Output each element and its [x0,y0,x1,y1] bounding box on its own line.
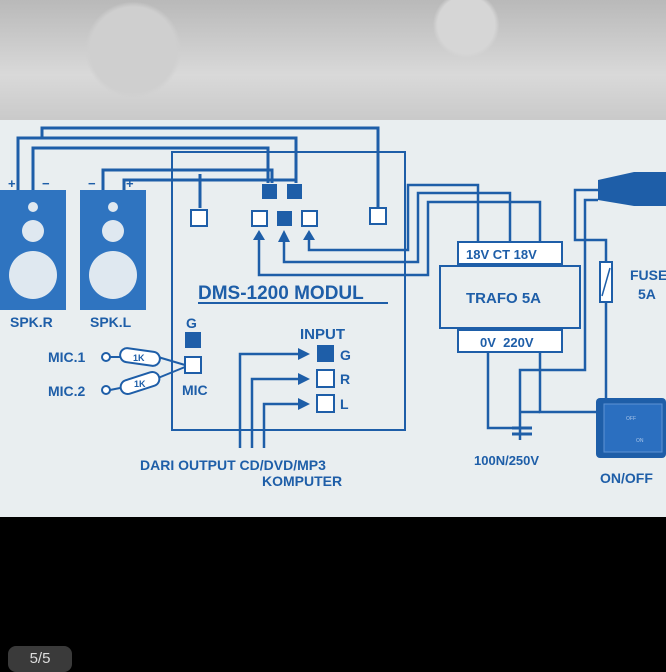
speaker-left [80,190,146,310]
input-g-label: G [340,347,351,363]
mic1-label: MIC.1 [48,349,86,365]
mic-g-label: G [186,315,197,331]
wire-spk-r-plus [16,136,298,190]
speaker-wires [16,126,380,208]
wire-spk-l-minus [101,168,274,190]
trafo-secondary-label: 18V CT 18V [466,247,537,262]
background-surface [0,0,666,125]
spk-l-plus-label: + [126,176,134,191]
spk-r-minus-label: − [42,176,50,191]
terminal-spk-1 [262,184,277,199]
terminal-input-l [316,394,335,413]
speaker-right-tweeter [22,220,44,242]
speaker-right-tweeter-small [28,202,38,212]
page-indicator: 5/5 [8,646,72,672]
wire-ac-18v-left [307,183,480,252]
arrow-input-r [298,373,310,385]
wire-mic1-b [157,356,186,366]
switch-label: ON/OFF [600,470,653,486]
wire-plug-1 [573,188,608,262]
input-label: INPUT [300,326,345,343]
terminal-ac-1 [251,210,268,227]
wire-220v [538,352,600,414]
spk-r-label: SPK.R [10,314,53,330]
switch-off-text: OFF [626,416,636,422]
module-box [171,151,406,431]
arrow-ac-1 [253,230,265,240]
speaker-left-tweeter-small [108,202,118,212]
resistor-1 [119,347,161,367]
terminal-left [190,209,208,227]
source-label: DARI OUTPUT CD/DVD/MP3 [140,457,326,473]
terminal-mic-g [185,332,201,348]
arrow-ac-ct [278,230,290,242]
power-switch [596,398,666,458]
wire-ac-18v-right [257,200,542,277]
mic2-label: MIC.2 [48,383,86,399]
wire-input-g [238,352,300,448]
fuse-rating-label: 5A [638,286,656,302]
trafo-core [439,265,581,329]
arrow-input-l [298,398,310,410]
spk-l-label: SPK.L [90,314,132,330]
wire-0v [486,352,520,430]
terminal-input-r [316,369,335,388]
terminal-spk-2 [287,184,302,199]
switch-on-text: ON [636,438,644,444]
mains-wires [486,188,608,440]
plug-body [598,172,666,206]
terminal-mic [184,356,202,374]
spk-r-plus-label: + [8,176,16,191]
mic-wires [109,356,186,391]
power-plug [598,172,666,206]
trafo-primary-box [457,329,563,353]
mic1-jack [101,352,111,362]
wire-input-l [262,402,300,448]
diagram-board [0,120,666,517]
terminal-ac-ct [277,211,292,226]
input-wires [238,352,300,448]
fuse-label: FUSE [630,267,666,283]
wire-top-loop [40,126,380,208]
transformer [439,232,581,353]
arrow-ac-2 [303,230,315,240]
switch-rocker [603,403,663,453]
resistor-1-label: 1K [133,353,145,363]
wire-ac-ct [282,191,512,264]
mic2-jack [101,385,111,395]
ac-wires [257,183,542,277]
trafo-label: TRAFO 5A [466,290,541,307]
wire-spk-l-plus [122,178,296,190]
input-r-label: R [340,371,350,387]
speaker-left-tweeter [102,220,124,242]
capacitor-label: 100N/250V [474,453,539,468]
mic-label: MIC [182,382,208,398]
terminal-ac-2 [301,210,318,227]
speaker-right-woofer [9,251,57,299]
trafo-primary-label: 0V 220V [480,335,534,350]
module-title: DMS-1200 MODUL [198,283,364,304]
wire-plug-2 [518,198,598,412]
wire-spk-r-minus [31,146,270,190]
resistor-2-label: 1K [134,379,146,389]
viewer-bottom-area [0,517,666,666]
spk-l-minus-label: − [88,176,96,191]
resistor-2 [119,370,161,396]
wire-mic2-a [109,387,121,391]
terminal-right [369,207,387,225]
input-l-label: L [340,396,349,412]
wire-mic2-b [157,366,186,379]
terminal-input-g [317,345,334,362]
speaker-right [0,190,66,310]
speaker-left-woofer [89,251,137,299]
fuse-element [601,267,611,297]
computer-label: KOMPUTER [262,473,342,489]
ac-arrows [253,230,315,242]
arrow-input-g [298,348,310,360]
input-arrows [298,348,310,410]
wire-input-r [250,377,300,448]
